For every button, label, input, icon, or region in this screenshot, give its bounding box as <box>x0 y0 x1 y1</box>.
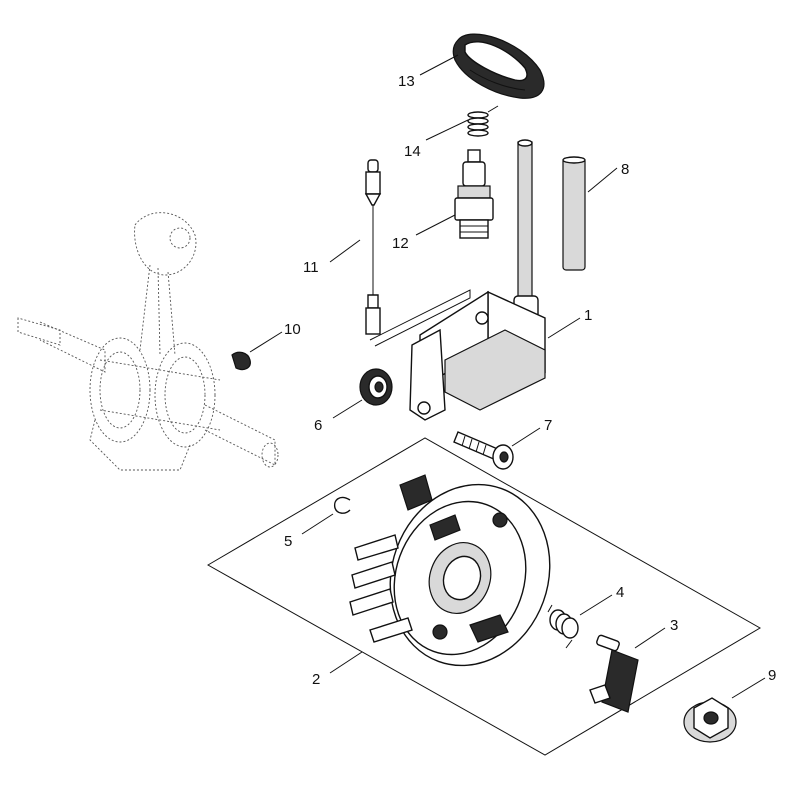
callout-5: 5 <box>284 533 292 550</box>
part-13-spark-plug-cap <box>452 33 545 99</box>
callout-6: 6 <box>314 417 322 434</box>
part-9-nut <box>683 697 737 743</box>
leader-lines <box>249 54 766 699</box>
part-8-pin <box>562 156 586 271</box>
crankshaft-reference <box>17 212 279 471</box>
callout-labels: 13 14 12 11 8 1 10 6 7 5 4 3 9 2 <box>284 73 776 688</box>
callout-12: 12 <box>392 235 409 252</box>
part-2-flywheel <box>349 474 551 667</box>
callout-7: 7 <box>544 417 552 434</box>
part-3-pawl <box>589 634 639 713</box>
part-1-ignition-coil <box>369 139 546 421</box>
part-10-key <box>231 351 251 371</box>
part-4-spring <box>547 604 579 649</box>
part-12-spark-plug <box>454 149 494 239</box>
callout-3: 3 <box>670 617 678 634</box>
part-6-grommet <box>359 368 393 406</box>
callout-8: 8 <box>621 161 629 178</box>
callout-11: 11 <box>303 259 319 276</box>
callout-13: 13 <box>398 73 415 90</box>
callout-9: 9 <box>768 667 776 684</box>
callout-10: 10 <box>284 321 301 338</box>
callout-14: 14 <box>404 143 421 160</box>
callout-4: 4 <box>616 584 624 601</box>
part-7-bolt <box>453 431 514 470</box>
part-14-spring <box>467 105 499 137</box>
flywheel-assembly-boundary <box>206 437 761 756</box>
part-11-lead-wire <box>364 159 382 335</box>
part-5-clip <box>333 496 351 514</box>
callout-1: 1 <box>584 307 592 324</box>
callout-2: 2 <box>312 671 320 688</box>
